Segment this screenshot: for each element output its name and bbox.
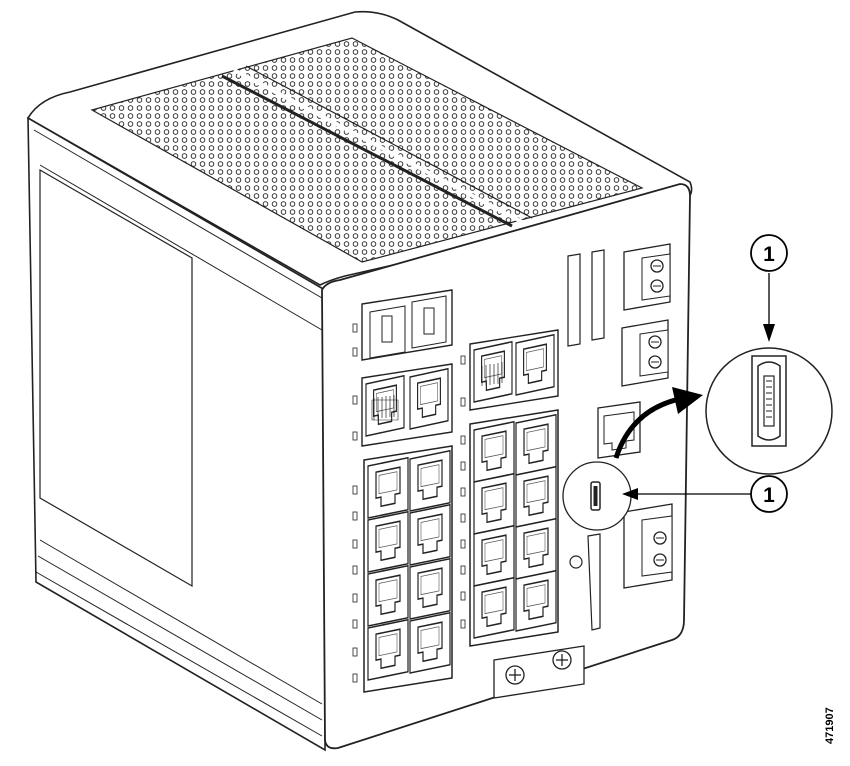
combo-port-block-right	[469, 329, 559, 411]
console-port	[597, 401, 641, 459]
callout-circle	[750, 234, 788, 272]
rj45-port	[409, 449, 451, 512]
rj45-port	[367, 510, 409, 573]
sd-card-slot	[587, 533, 601, 631]
zoom-arrow	[613, 395, 685, 459]
rj45-port	[409, 611, 451, 674]
rj45-port	[409, 503, 451, 566]
rj45-port	[473, 420, 515, 483]
rj45-port	[515, 465, 557, 528]
reset-button	[569, 555, 583, 569]
sfp-slot-block	[361, 289, 453, 361]
rj45-port	[515, 413, 557, 476]
ground-screw-plate	[493, 645, 585, 699]
side-recess	[39, 168, 193, 588]
rj45-port	[473, 524, 515, 587]
label-slot	[567, 253, 581, 347]
rj45-port	[367, 618, 409, 681]
callout-circle	[750, 475, 788, 513]
rj45-port	[367, 456, 409, 519]
rj45-port	[473, 472, 515, 535]
figure-id-label: 471907	[824, 707, 836, 745]
rj45-port	[367, 564, 409, 627]
power-connector	[623, 243, 671, 311]
label-slot	[591, 249, 605, 341]
callout-label: 1	[763, 484, 775, 507]
rj45-port-block-right	[469, 409, 559, 647]
rj45-port	[515, 569, 557, 632]
rj45-port	[473, 576, 515, 639]
power-connector	[621, 319, 669, 387]
rj45-port	[515, 517, 557, 580]
rj45-port-block-left	[363, 445, 453, 693]
power-connector	[623, 503, 673, 589]
port-led-column-left	[352, 323, 466, 683]
callout-label: 1	[763, 243, 775, 266]
rj45-port	[409, 557, 451, 620]
combo-port-block-left	[361, 363, 453, 447]
